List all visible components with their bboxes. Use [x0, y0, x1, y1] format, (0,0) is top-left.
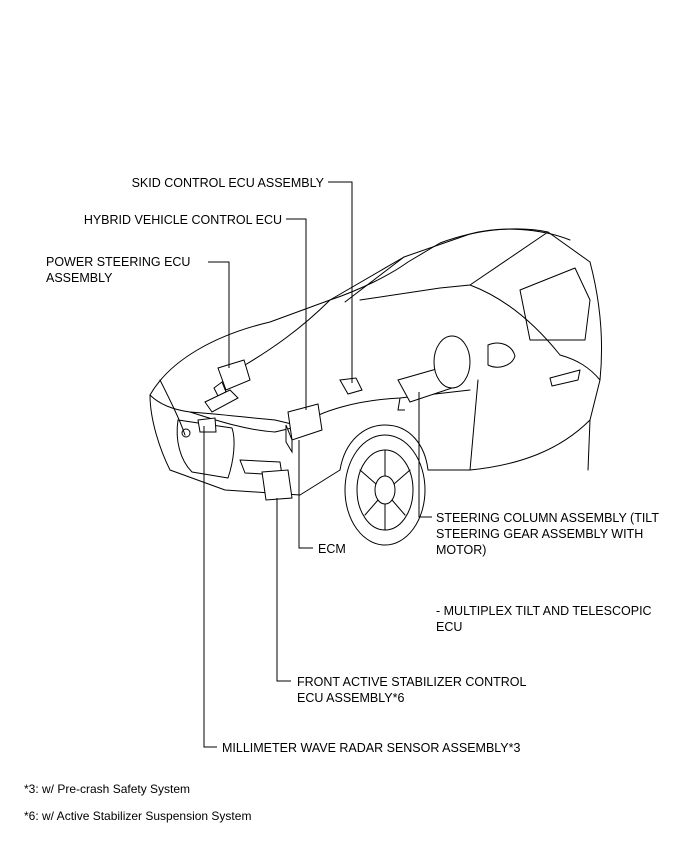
label-steering-column-line3: MOTOR): [436, 543, 487, 557]
footnote-active-stabilizer: *6: w/ Active Stabilizer Suspension Syst…: [24, 809, 252, 823]
car-outline: [149, 228, 603, 546]
label-skid-control-ecu: SKID CONTROL ECU ASSEMBLY: [131, 176, 324, 190]
label-power-steering-ecu-line1: POWER STEERING ECU: [46, 255, 191, 269]
leader-millimeter-wave: [203, 426, 217, 748]
component-symbols: [197, 335, 471, 501]
label-millimeter-wave-radar: MILLIMETER WAVE RADAR SENSOR ASSEMBLY*3: [222, 741, 521, 755]
leader-power-steering: [208, 261, 230, 368]
label-front-active-stabilizer-line2: ECU ASSEMBLY*6: [297, 691, 405, 705]
label-front-active-stabilizer-line1: FRONT ACTIVE STABILIZER CONTROL: [297, 675, 527, 689]
label-multiplex-tilt-line1: - MULTIPLEX TILT AND TELESCOPIC: [436, 604, 652, 618]
label-ecm: ECM: [318, 542, 346, 556]
label-power-steering-ecu-line2: ASSEMBLY: [46, 271, 113, 285]
label-multiplex-tilt-line2: ECU: [436, 620, 463, 634]
leader-hybrid-vehicle: [286, 218, 307, 410]
label-steering-column-line2: STEERING GEAR ASSEMBLY WITH: [436, 527, 644, 541]
footnote-pre-crash: *3: w/ Pre-crash Safety System: [24, 782, 191, 796]
leader-skid-control: [328, 181, 353, 383]
leader-front-active: [276, 498, 291, 682]
leader-lines: [203, 181, 432, 748]
label-hybrid-vehicle-control-ecu: HYBRID VEHICLE CONTROL ECU: [83, 213, 282, 227]
leader-steering-column: [418, 392, 432, 518]
label-steering-column-line1: STEERING COLUMN ASSEMBLY (TILT: [436, 511, 659, 525]
leader-ecm: [298, 440, 313, 549]
